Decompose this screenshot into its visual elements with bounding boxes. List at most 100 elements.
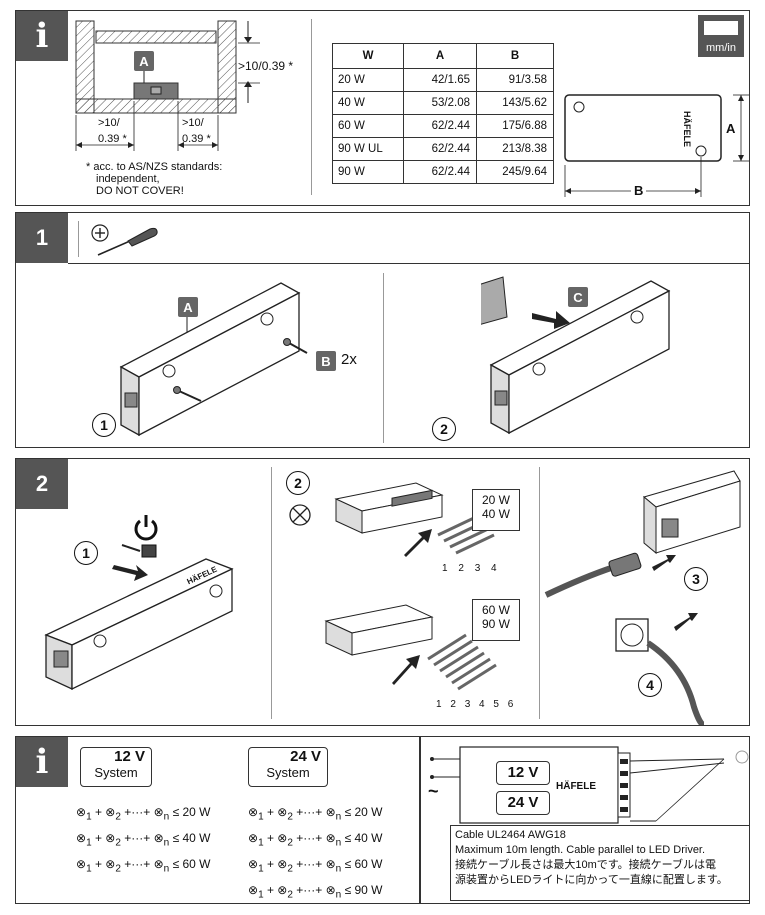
port-number: 1 <box>442 563 448 574</box>
step-2-badge: 2 <box>16 459 68 509</box>
cable-note: Cable UL2464 AWG18 Maximum 10m length. C… <box>450 825 750 901</box>
table-cell: 42/1.65 <box>403 68 477 92</box>
table-cell: 90 W UL <box>332 137 404 161</box>
step-1-header-line <box>68 263 749 264</box>
port-number: 2 <box>458 563 464 574</box>
table-header: B <box>476 43 554 69</box>
formula-24v-row: ⊗1 + ⊗2 +···+ ⊗n ≤ 90 W <box>248 883 383 901</box>
substep-1-number: 1 <box>92 413 116 437</box>
screw-quantity: 2x <box>341 351 357 368</box>
wattage-90: 90 W <box>481 617 510 631</box>
cable-jp-note-1: 接続ケーブル長さは最大10mです。接続ケーブルは電 <box>455 859 716 871</box>
port-number: 3 <box>464 699 471 710</box>
label-a: A <box>134 51 154 71</box>
standards-note-3: DO NOT COVER! <box>96 185 184 197</box>
wattage-60: 60 W <box>481 603 510 617</box>
substep-4-number: 4 <box>638 673 662 697</box>
system-24v-volt: 24 V <box>290 748 321 765</box>
formula-limit: ≤ 60 W <box>344 857 383 871</box>
cable-spec: Cable UL2464 AWG18 <box>455 829 566 841</box>
substep-2-number: 2 <box>432 417 456 441</box>
power-cable-illustration <box>544 470 741 725</box>
remove-film-illustration <box>481 276 671 435</box>
formula-12v-row: ⊗1 + ⊗2 +···+ ⊗n ≤ 20 W <box>76 805 211 823</box>
substep-1-number: 1 <box>74 541 98 565</box>
table-cell: 62/2.44 <box>403 160 477 184</box>
substep-2-number: 2 <box>286 471 310 495</box>
dim-b-label: B <box>631 183 647 198</box>
port-number: 5 <box>493 699 499 710</box>
system-12v-word: System <box>94 765 138 780</box>
system-12v-volt: 12 V <box>114 748 145 765</box>
table-row: 20 W 42/1.65 91/3.58 <box>332 68 554 92</box>
wattage-box-20-40: 20 W 40 W <box>472 489 520 531</box>
table-row: 60 W 62/2.44 175/6.88 <box>332 114 554 138</box>
label-b: B <box>316 351 336 371</box>
wiring-diagram <box>430 746 749 824</box>
port-number: 2 <box>450 699 456 710</box>
step-2-panel: 2 1 HÄFELE 2 20 W 40 W <box>15 458 750 726</box>
table-cell: 91/3.58 <box>476 68 554 92</box>
cable-length-note: Maximum 10m length. Cable parallel to LE… <box>455 844 706 856</box>
formula-limit: ≤ 20 W <box>172 805 211 819</box>
port-number: 3 <box>474 563 481 574</box>
substep-3-number: 3 <box>684 567 708 591</box>
bottom-vertical-divider <box>419 737 421 903</box>
table-cell: 143/5.62 <box>476 91 554 115</box>
formula-limit: ≤ 40 W <box>344 831 383 845</box>
diagram-12v-label: 12 V <box>496 761 550 785</box>
dim-left-text-1: >10/ <box>98 117 120 129</box>
info-icon: i <box>16 11 68 61</box>
step-1-header-sep <box>78 221 79 257</box>
standards-note-1: * acc. to AS/NZS standards: <box>86 161 223 173</box>
cable-jp-note-2: 源装置からLEDライトに向かって一直線に配置します。 <box>455 874 728 886</box>
table-cell: 40 W <box>332 91 404 115</box>
info-icon: i <box>16 737 68 787</box>
wattage-20: 20 W <box>481 493 510 507</box>
formula-12v-row: ⊗1 + ⊗2 +···+ ⊗n ≤ 60 W <box>76 857 211 875</box>
screwdriver-icon <box>91 224 158 256</box>
wattage-40: 40 W <box>481 507 510 521</box>
power-symbol-icon <box>134 515 158 541</box>
table-row: 90 W UL 62/2.44 213/8.38 <box>332 137 554 161</box>
table-header: W <box>332 43 404 69</box>
formula-limit: ≤ 20 W <box>344 805 383 819</box>
driver-brand-label: HÄFELE <box>682 111 692 147</box>
diagram-24v-label: 24 V <box>496 791 550 815</box>
dim-a-label: A <box>726 121 736 136</box>
driver-mounting-illustration <box>119 282 308 437</box>
step-2-sep-2 <box>539 467 540 719</box>
formula-24v-row: ⊗1 + ⊗2 +···+ ⊗n ≤ 60 W <box>248 857 383 875</box>
table-cell: 245/9.64 <box>476 160 554 184</box>
system-24v-word: System <box>266 765 310 780</box>
port-number: 6 <box>507 699 514 710</box>
system-24v-badge: 24 V System <box>248 747 328 787</box>
port-numbers-4: 1 2 3 4 <box>442 563 497 574</box>
table-header-row: W A B <box>332 43 554 69</box>
info-panel-bottom: i 12 V System 24 V System ⊗1 + ⊗2 +···+ … <box>15 736 750 904</box>
unit-ruler-icon <box>704 21 738 35</box>
dim-mid-text-2: 0.39 * <box>182 133 211 145</box>
table-cell: 62/2.44 <box>403 137 477 161</box>
formula-limit: ≤ 40 W <box>172 831 211 845</box>
step-1-badge: 1 <box>16 213 68 263</box>
table-cell: 90 W <box>332 160 404 184</box>
table-cell: 53/2.08 <box>403 91 477 115</box>
label-a: A <box>178 297 198 317</box>
formula-24v-row: ⊗1 + ⊗2 +···+ ⊗n ≤ 40 W <box>248 831 383 849</box>
connector-plug-illustration <box>44 544 234 691</box>
unit-badge: mm/in <box>698 15 744 57</box>
formula-24v-row: ⊗1 + ⊗2 +···+ ⊗n ≤ 20 W <box>248 805 383 823</box>
pull-arrow-icon <box>532 311 570 329</box>
formula-12v-row: ⊗1 + ⊗2 +···+ ⊗n ≤ 40 W <box>76 831 211 849</box>
port-number: 4 <box>491 563 497 574</box>
vertical-divider <box>311 19 312 195</box>
dim-right-text: >10/0.39 * <box>238 59 294 73</box>
step-1-mid-sep <box>383 273 384 443</box>
table-cell: 213/8.38 <box>476 137 554 161</box>
unit-badge-text: mm/in <box>706 42 736 54</box>
table-row: 90 W 62/2.44 245/9.64 <box>332 160 554 184</box>
table-cell: 62/2.44 <box>403 114 477 138</box>
table-row: 40 W 53/2.08 143/5.62 <box>332 91 554 115</box>
formula-limit: ≤ 60 W <box>172 857 211 871</box>
